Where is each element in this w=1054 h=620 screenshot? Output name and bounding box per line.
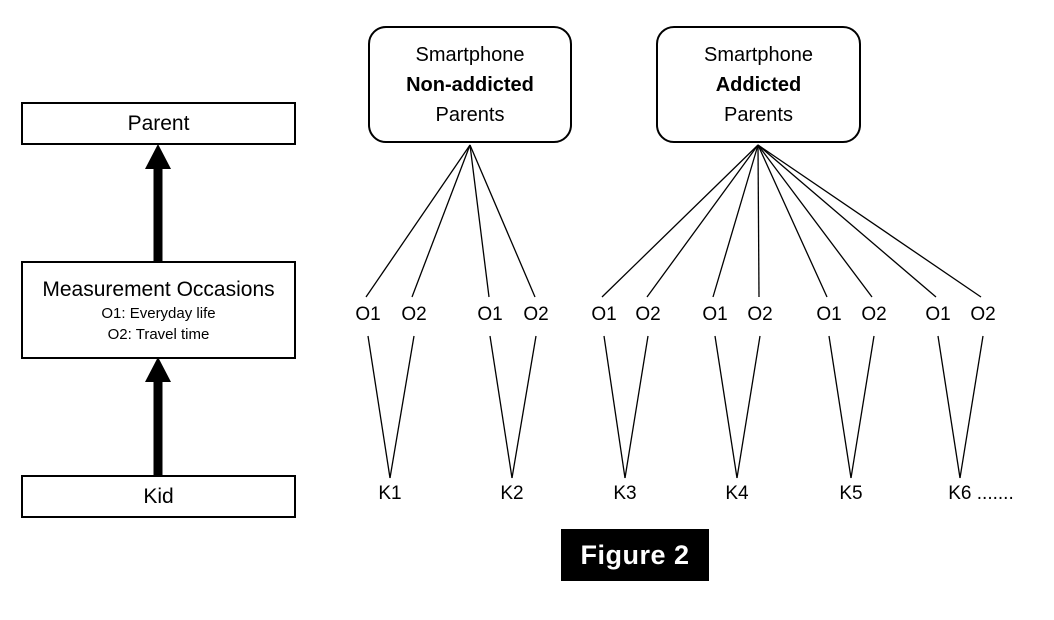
group-non-addicted-line-2: Non-addicted xyxy=(406,73,534,96)
occasion-label: O2 xyxy=(970,304,996,325)
occasion-label: O2 xyxy=(635,304,661,325)
box-kid-title: Kid xyxy=(143,484,174,508)
box-parent: Parent xyxy=(21,102,296,145)
occasion-label: O2 xyxy=(523,304,549,325)
group-box-non-addicted-parents: Smartphone Non-addicted Parents xyxy=(368,26,572,143)
group-box-addicted-parents: Smartphone Addicted Parents xyxy=(656,26,861,143)
arrow-measurement-to-parent xyxy=(145,144,171,261)
occasion-label: O1 xyxy=(477,304,503,325)
arrow-kid-to-measurement xyxy=(145,357,171,475)
occasion-label: O1 xyxy=(925,304,951,325)
group-addicted-line-3: Parents xyxy=(724,103,793,126)
measurement-occasion-o2: O2: Travel time xyxy=(107,326,210,343)
occasion-label: O2 xyxy=(401,304,427,325)
kid-label: K5 xyxy=(839,483,863,504)
kid-label: K3 xyxy=(613,483,637,504)
box-parent-title: Parent xyxy=(127,111,190,135)
edges-occasions-to-kids xyxy=(367,335,984,479)
kid-label: K4 xyxy=(725,483,749,504)
edges-addicted-to-occasions xyxy=(601,144,982,298)
kid-label: K1 xyxy=(378,483,402,504)
kid-label: K6 ....... xyxy=(948,483,1014,504)
group-addicted-line-2: Addicted xyxy=(715,73,802,96)
occasion-label: O2 xyxy=(747,304,773,325)
measurement-occasion-o1: O1: Everyday life xyxy=(101,305,216,322)
box-measurement-occasions-title: Measurement Occasions xyxy=(42,278,275,301)
group-non-addicted-line-1: Smartphone xyxy=(415,43,525,66)
group-non-addicted-line-3: Parents xyxy=(435,103,505,126)
box-measurement-occasions-stack: Measurement Occasions O1: Everyday life … xyxy=(42,275,274,345)
edges-non-addicted-to-occasions xyxy=(365,144,536,298)
occasion-label: O1 xyxy=(702,304,728,325)
occasion-label: O1 xyxy=(355,304,381,325)
figure-caption-text: Figure 2 xyxy=(580,539,690,570)
box-kid: Kid xyxy=(21,475,296,518)
kid-label: K2 xyxy=(500,483,524,504)
group-addicted-line-1: Smartphone xyxy=(704,43,813,66)
occasion-label: O1 xyxy=(591,304,617,325)
figure-caption-badge: Figure 2 xyxy=(561,529,709,581)
occasion-label: O1 xyxy=(816,304,842,325)
occasion-label: O2 xyxy=(861,304,887,325)
box-measurement-occasions: Measurement Occasions O1: Everyday life … xyxy=(21,261,296,359)
